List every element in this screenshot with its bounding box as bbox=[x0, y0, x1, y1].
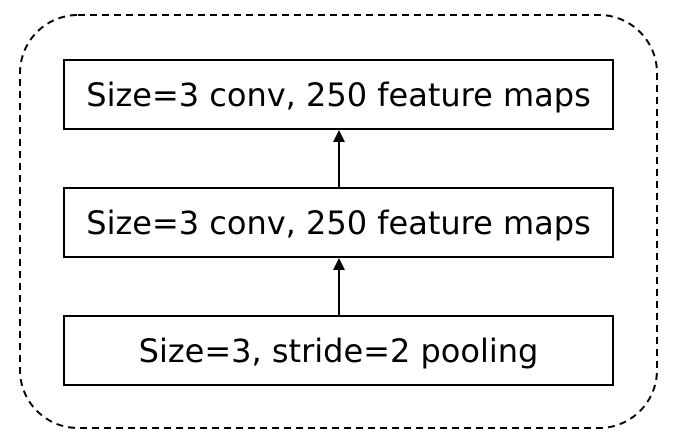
layer-box-conv-middle: Size=3 conv, 250 feature maps bbox=[63, 187, 614, 258]
arrow-head-icon bbox=[333, 258, 345, 270]
arrow-middle-to-top bbox=[333, 130, 345, 187]
layer-box-conv-top: Size=3 conv, 250 feature maps bbox=[63, 59, 614, 130]
arrow-head-icon bbox=[333, 130, 345, 142]
layer-label: Size=3 conv, 250 feature maps bbox=[86, 75, 591, 114]
dashed-block-outline bbox=[19, 14, 658, 429]
arrow-bottom-to-middle bbox=[333, 258, 345, 315]
layer-label: Size=3 conv, 250 feature maps bbox=[86, 203, 591, 242]
layer-label: Size=3, stride=2 pooling bbox=[138, 331, 539, 370]
layer-box-pooling: Size=3, stride=2 pooling bbox=[63, 315, 614, 386]
